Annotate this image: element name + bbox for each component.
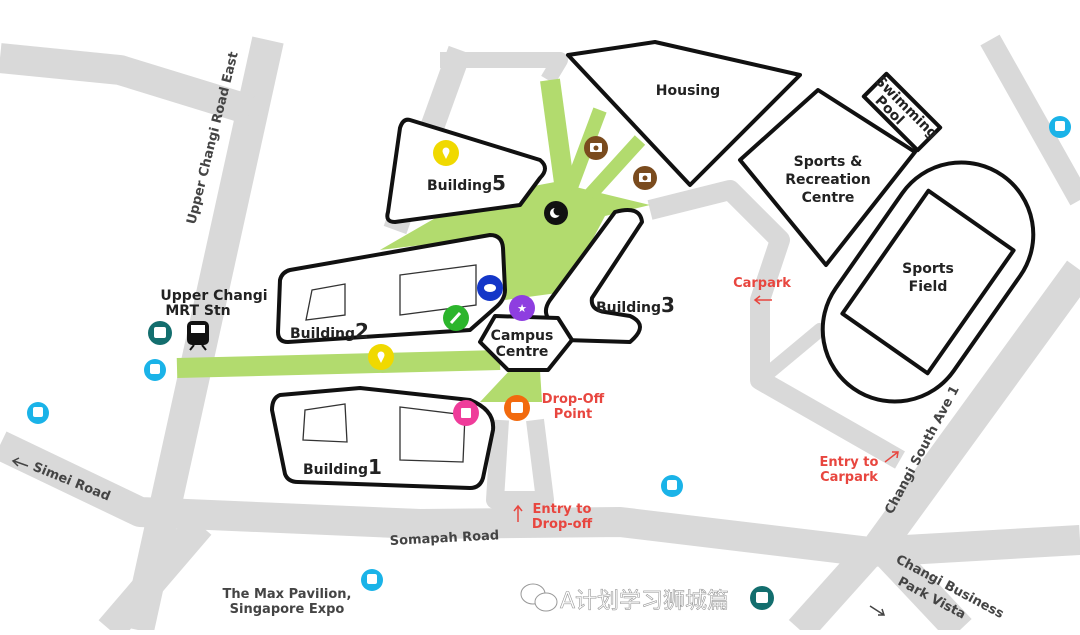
drop-off-label-2: Point	[554, 407, 592, 422]
mrt-train-icon[interactable]	[187, 321, 209, 351]
svg-text:★: ★	[517, 302, 527, 315]
moon-icon[interactable]	[544, 201, 568, 225]
building-1-label: Building1	[303, 455, 382, 479]
bus-stop-icon[interactable]	[144, 359, 166, 381]
building-5[interactable]: Building5	[385, 117, 547, 224]
simei-arrow-icon	[11, 457, 29, 467]
campus-centre[interactable]: Campus Centre	[478, 314, 574, 372]
bus-stop-icon[interactable]	[661, 475, 683, 497]
star-icon[interactable]: ★	[509, 295, 535, 321]
entry-carpark-arrow-icon	[884, 451, 899, 463]
roads	[0, 34, 1080, 635]
entry-dropoff-label-2: Drop-off	[532, 517, 593, 532]
campus-centre-label: Campus	[491, 328, 554, 344]
sports-field[interactable]	[794, 134, 1061, 430]
location-pin-icon[interactable]	[433, 140, 459, 166]
camera-icon[interactable]	[584, 136, 608, 160]
building-1[interactable]: Building1	[270, 386, 496, 490]
building-2-label: Building2	[290, 319, 369, 343]
campus-centre-label-2: Centre	[496, 344, 549, 360]
carpark-label: Carpark	[733, 276, 791, 291]
building-5-label: Building5	[427, 171, 506, 195]
building-3-label: Building3	[596, 293, 675, 317]
wechat-watermark: A计划学习狮城篇	[520, 583, 729, 614]
book-icon[interactable]	[453, 400, 479, 426]
drop-off-bus-icon[interactable]	[504, 395, 530, 421]
chat-icon[interactable]	[477, 275, 503, 301]
watermark-text: A计划学习狮城篇	[560, 589, 729, 614]
business-park-arrow-icon	[869, 605, 886, 616]
entry-dropoff-arrow-icon	[513, 504, 523, 522]
drop-off-label: Drop-Off	[542, 392, 605, 407]
bus-stop-icon[interactable]	[1049, 116, 1071, 138]
bus-stop-icon[interactable]	[361, 569, 383, 591]
mrt-label: Upper Changi	[160, 288, 267, 304]
mrt-label-2: MRT Stn	[165, 303, 230, 319]
location-pin-icon[interactable]	[368, 344, 394, 370]
entry-carpark-label-2: Carpark	[820, 470, 878, 485]
sports-rec-label: Sports &	[794, 154, 863, 170]
sports-field-label: Sports	[902, 261, 954, 277]
camera-icon[interactable]	[633, 166, 657, 190]
wrench-icon[interactable]	[443, 305, 469, 331]
bus-interchange-icon[interactable]	[148, 321, 172, 345]
entry-dropoff-label: Entry to	[533, 502, 592, 517]
bus-interchange-icon[interactable]	[750, 586, 774, 610]
sports-recreation-centre[interactable]: Sports & Recreation Centre	[738, 88, 917, 267]
sports-rec-label-2: Recreation	[785, 172, 871, 188]
somapah-road-label: Somapah Road	[389, 528, 499, 549]
building-3[interactable]: Building3	[543, 208, 675, 344]
carpark-arrow-icon	[753, 295, 772, 305]
entry-carpark-label: Entry to	[820, 455, 879, 470]
building-2[interactable]: Building2	[276, 233, 507, 344]
housing-label: Housing	[656, 83, 720, 99]
sports-rec-label-3: Centre	[802, 190, 855, 206]
max-pavilion-label-2: Singapore Expo	[230, 602, 345, 617]
sports-field-label-2: Field	[909, 279, 948, 295]
max-pavilion-label: The Max Pavilion,	[222, 587, 351, 602]
housing[interactable]: Housing	[566, 40, 802, 187]
bus-stop-icon[interactable]	[27, 402, 49, 424]
